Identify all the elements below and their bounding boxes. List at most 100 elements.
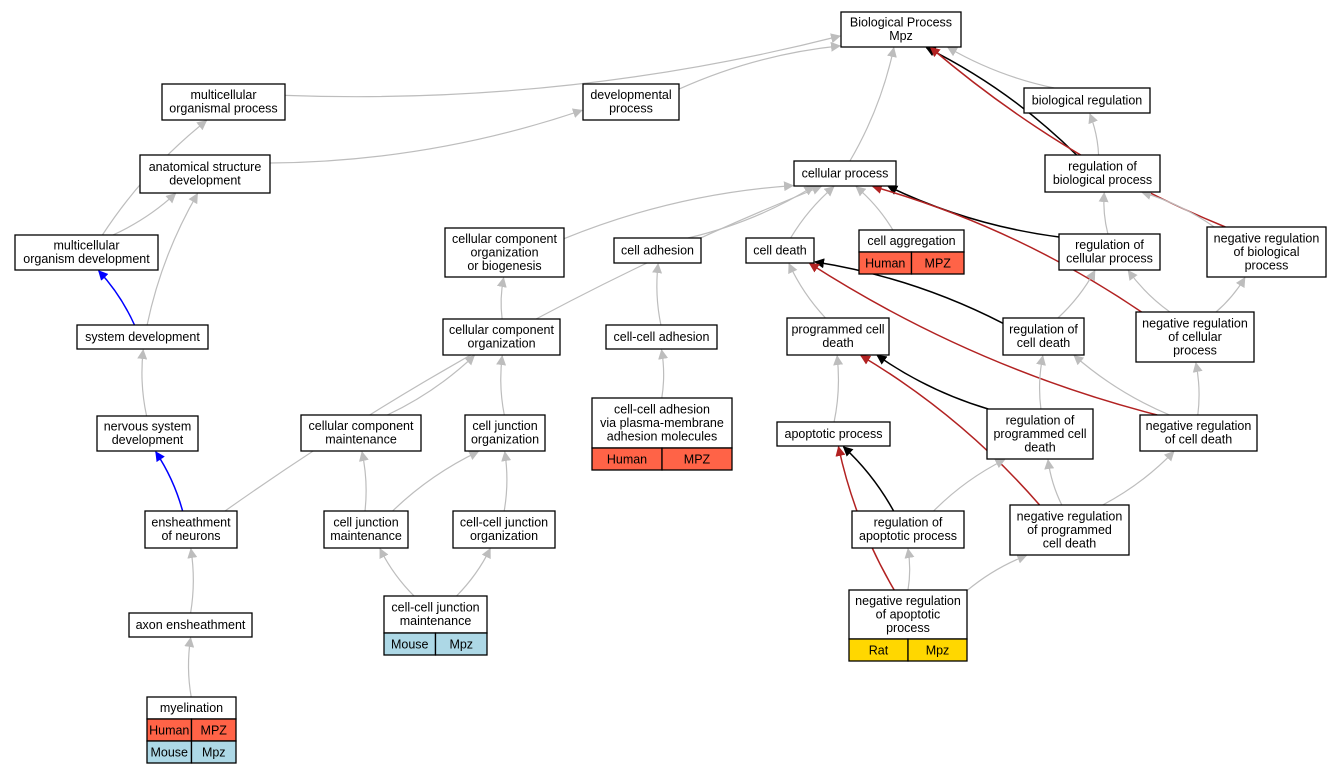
node-label-line: maintenance	[325, 433, 397, 447]
edge-nsd-to-sd	[137, 349, 148, 417]
edge-rpcd-to-rcd	[1036, 355, 1046, 410]
node-box	[1023, 87, 1151, 114]
annotation-label: Rat	[869, 644, 889, 658]
node-label-line: cell junction	[333, 516, 398, 530]
node-box	[986, 408, 1094, 460]
annotation-label: Human	[865, 257, 905, 271]
edge-rcp-to-rbp	[1098, 192, 1109, 235]
go-term-node-sd[interactable]: system development	[76, 324, 209, 350]
node-label-line: process	[886, 621, 930, 635]
node-box	[442, 318, 561, 356]
node-label-line: axon ensheathment	[136, 618, 246, 632]
node-label-line: cell-cell junction	[460, 516, 548, 530]
go-term-node-breg[interactable]: biological regulation	[1023, 87, 1151, 114]
node-label-line: regulation of	[1006, 413, 1075, 427]
node-label-line: negative regulation	[1146, 419, 1252, 433]
node-label-line: myelination	[160, 701, 223, 715]
node-label-line: programmed cell	[791, 323, 884, 337]
node-label-line: nervous system	[104, 420, 192, 434]
edge-mop-to-bp	[284, 33, 841, 98]
node-label-line: cellular component	[449, 323, 554, 337]
go-term-node-ae[interactable]: axon ensheathment	[128, 612, 253, 638]
edge-nrcp-to-cp	[871, 184, 1142, 313]
node-label-line: cellular process	[802, 166, 889, 180]
edge-ccm-to-cco	[387, 354, 476, 416]
edge-ccapm-to-cca	[658, 349, 669, 399]
edge-rcd-to-cd	[814, 258, 1004, 324]
annotation-label: Mouse	[150, 746, 188, 760]
node-label-line: cell death	[1017, 336, 1071, 350]
node-box	[1044, 154, 1161, 193]
edge-sd-to-asd	[146, 193, 198, 326]
edge-nrpcd-to-rpcd	[1044, 459, 1063, 506]
node-label-line: of apoptotic	[876, 607, 941, 621]
node-label-line: anatomical structure	[149, 160, 262, 174]
go-term-node-cd[interactable]: cell death	[745, 237, 815, 264]
go-term-node-ap[interactable]: apoptotic process	[776, 421, 891, 447]
node-label-line: negative regulation	[855, 594, 961, 608]
node-label-line: cell-cell junction	[391, 601, 479, 615]
edge-nrpcd-to-pcd	[860, 354, 1041, 506]
edge-rap-to-rpcd	[933, 459, 1006, 512]
node-label-line: multicellular	[191, 88, 257, 102]
node-label-line: organism development	[23, 252, 150, 266]
edge-breg-to-bp	[946, 46, 1055, 89]
go-term-node-cca[interactable]: cell-cell adhesion	[605, 324, 718, 350]
annotation-label: MPZ	[925, 257, 952, 271]
edge-nrcd-to-rcd	[1073, 354, 1170, 416]
node-label-line: death	[822, 336, 853, 350]
node-label-line: regulation of	[1075, 238, 1144, 252]
annotation-cell	[190, 740, 237, 764]
node-box	[786, 317, 890, 356]
node-label-line: regulation of	[1068, 160, 1137, 174]
go-term-node-cp[interactable]: cellular process	[793, 160, 897, 187]
annotation-cell	[910, 251, 965, 275]
node-box	[139, 154, 271, 194]
node-label-line: maintenance	[330, 529, 402, 543]
node-label-line: of cellular	[1168, 330, 1222, 344]
node-label-line: organization	[471, 433, 539, 447]
go-term-node-ca[interactable]: cell adhesion	[613, 237, 702, 264]
edge-cagg-to-cp	[855, 186, 894, 231]
edge-nrpcd-to-nrcd	[1102, 450, 1175, 506]
node-label-line: of cell death	[1165, 433, 1232, 447]
edge-ccjm-to-ccjo	[456, 547, 491, 597]
edge-cp-to-bp	[849, 46, 897, 162]
annotation-label: MPZ	[684, 453, 711, 467]
annotation-label: Mpz	[449, 638, 473, 652]
node-box	[848, 589, 968, 640]
edge-ae-to-en	[187, 548, 198, 614]
node-box	[1009, 504, 1130, 556]
node-label-line: Mpz	[889, 29, 913, 43]
edge-ap-to-pcd	[833, 355, 844, 423]
